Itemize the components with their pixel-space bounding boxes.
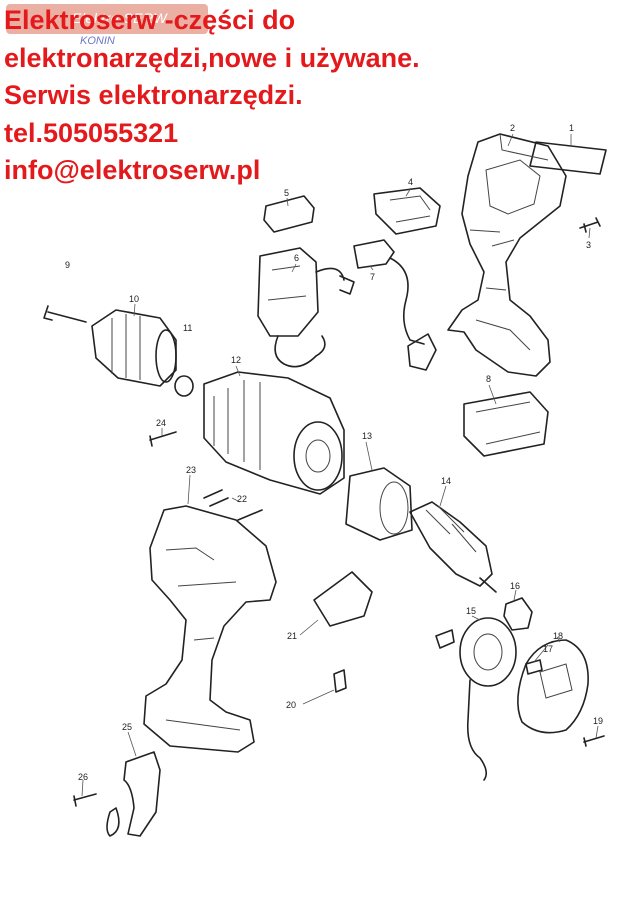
header-line-title: Elektroserw -części do xyxy=(4,5,296,35)
part-20-screw xyxy=(333,669,347,693)
logo-city: KONIN xyxy=(80,35,115,47)
logo-text: Elektro SERW xyxy=(72,10,168,26)
part-label-23: 23 xyxy=(186,465,196,475)
header-line-service: Serwis elektronarzędzi. xyxy=(4,80,303,110)
part-label-11: 11 xyxy=(183,323,192,333)
part-24-screw xyxy=(149,431,177,447)
part-label-25: 25 xyxy=(122,722,132,732)
part-label-15: 15 xyxy=(466,606,476,616)
part-label-12: 12 xyxy=(231,355,241,365)
leader-lines xyxy=(81,133,599,797)
part-18-rear-cover xyxy=(517,639,589,734)
part-label-4: 4 xyxy=(408,177,413,187)
part-23-housing-half xyxy=(143,505,277,753)
part-17-pin xyxy=(525,659,543,675)
part-3-screw xyxy=(579,217,601,233)
part-number-labels: 1 2 3 4 5 6 7 8 9 10 11 12 13 14 15 16 1… xyxy=(65,123,603,782)
part-22-springs xyxy=(203,489,263,521)
part-2-housing-half xyxy=(447,133,567,377)
part-19-screw xyxy=(583,735,605,747)
part-label-3: 3 xyxy=(586,240,591,250)
company-logo: Elektro SERW xyxy=(6,4,208,34)
part-5-small-block xyxy=(263,195,315,233)
part-14-rotor xyxy=(409,501,497,593)
part-21-l-bracket xyxy=(313,571,373,627)
part-10-keyless-chuck xyxy=(43,305,177,387)
part-label-9: 9 xyxy=(65,260,70,270)
header-text-block: Elektroserw -części do elektronarzędzi,n… xyxy=(4,2,632,190)
part-label-19: 19 xyxy=(593,716,603,726)
part-label-18: 18 xyxy=(553,631,563,641)
header-line-tools: elektronarzędzi,nowe i używane. xyxy=(4,42,420,73)
part-label-2: 2 xyxy=(510,123,515,133)
part-label-5: 5 xyxy=(284,188,289,198)
part-26-screw xyxy=(73,793,97,807)
part-label-21: 21 xyxy=(287,631,297,641)
part-label-22: 22 xyxy=(237,494,247,504)
part-7-wired-module xyxy=(353,239,437,371)
part-label-13: 13 xyxy=(362,431,372,441)
part-25-battery-bracket xyxy=(106,751,161,837)
part-11-ring xyxy=(174,375,194,397)
part-label-14: 14 xyxy=(441,476,451,486)
part-label-24: 24 xyxy=(156,418,166,428)
part-13-stator-housing xyxy=(345,467,413,541)
header-line-email: info@elektroserw.pl xyxy=(4,155,261,185)
part-label-26: 26 xyxy=(78,772,88,782)
part-1-nameplate xyxy=(529,141,607,175)
part-4-connector xyxy=(373,187,441,235)
part-6-switch xyxy=(257,247,355,368)
part-16-bracket xyxy=(503,597,533,631)
part-12-gearbox xyxy=(203,371,345,495)
part-label-17: 17 xyxy=(543,644,553,654)
part-15-brush-holder xyxy=(435,617,517,781)
part-label-6: 6 xyxy=(294,253,299,263)
part-label-1: 1 xyxy=(569,123,574,133)
part-label-7: 7 xyxy=(370,272,375,282)
part-8-contact-block xyxy=(463,391,549,457)
part-label-20: 20 xyxy=(286,700,296,710)
part-label-8: 8 xyxy=(486,374,491,384)
part-label-10: 10 xyxy=(129,294,139,304)
header-line-phone: tel.505055321 xyxy=(4,117,179,148)
part-label-16: 16 xyxy=(510,581,520,591)
